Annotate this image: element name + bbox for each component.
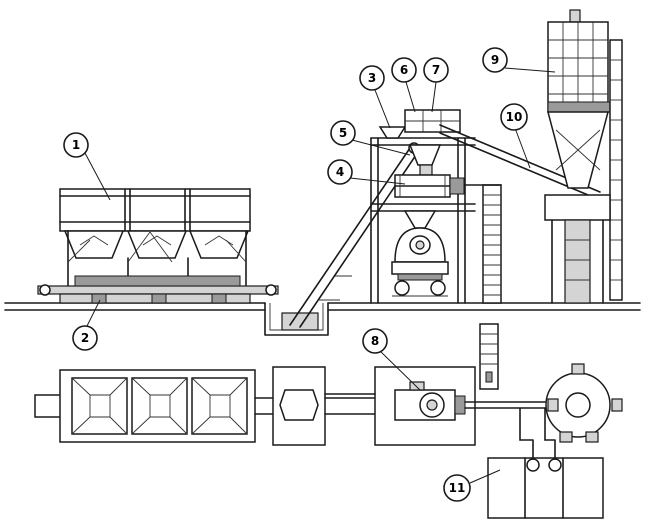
- conveyor-pit: [264, 302, 329, 336]
- callout-6-label: 6: [400, 63, 408, 77]
- stair-plan: [479, 323, 499, 390]
- ground-line: [4, 302, 641, 311]
- callout-10: 10: [500, 103, 528, 131]
- callout-2-label: 2: [81, 331, 89, 345]
- callout-11: 11: [443, 474, 471, 502]
- truck-mixer: [391, 227, 449, 297]
- cement-silo: [544, 9, 623, 304]
- belt-plan: [254, 366, 376, 446]
- pipelines-plan: [324, 393, 546, 409]
- callout-9: 9: [482, 47, 508, 73]
- silo-plan: [545, 363, 623, 443]
- callout-4-label: 4: [336, 165, 344, 179]
- aggregate-batcher: [37, 188, 279, 304]
- water-additive-tanks: [487, 407, 604, 519]
- callout-2: 2: [72, 325, 98, 351]
- callout-5: 5: [330, 120, 356, 146]
- callout-4: 4: [327, 159, 353, 185]
- callout-1: 1: [63, 132, 89, 158]
- inclined-belt-conveyor: [289, 142, 420, 328]
- callout-10-label: 10: [506, 110, 523, 124]
- elevation-view: [4, 9, 641, 336]
- aggregate-bins-plan: [34, 369, 256, 443]
- callout-3-label: 3: [368, 71, 376, 85]
- callout-8: 8: [362, 328, 388, 354]
- callout-11-label: 11: [449, 481, 466, 495]
- callout-1-label: 1: [72, 138, 80, 152]
- callout-7: 7: [423, 57, 449, 83]
- plan-view: [34, 323, 623, 519]
- callout-8-label: 8: [371, 334, 379, 348]
- mixing-tower: [370, 109, 476, 304]
- callout-3: 3: [359, 65, 385, 91]
- callouts: 1 2 3 4 5 6 7 8: [63, 47, 556, 502]
- mixer-plan: [374, 366, 476, 446]
- callout-9-label: 9: [491, 53, 499, 67]
- staircase: [464, 184, 502, 304]
- callout-7-label: 7: [432, 63, 440, 77]
- callout-5-label: 5: [339, 126, 347, 140]
- callout-6: 6: [391, 57, 417, 83]
